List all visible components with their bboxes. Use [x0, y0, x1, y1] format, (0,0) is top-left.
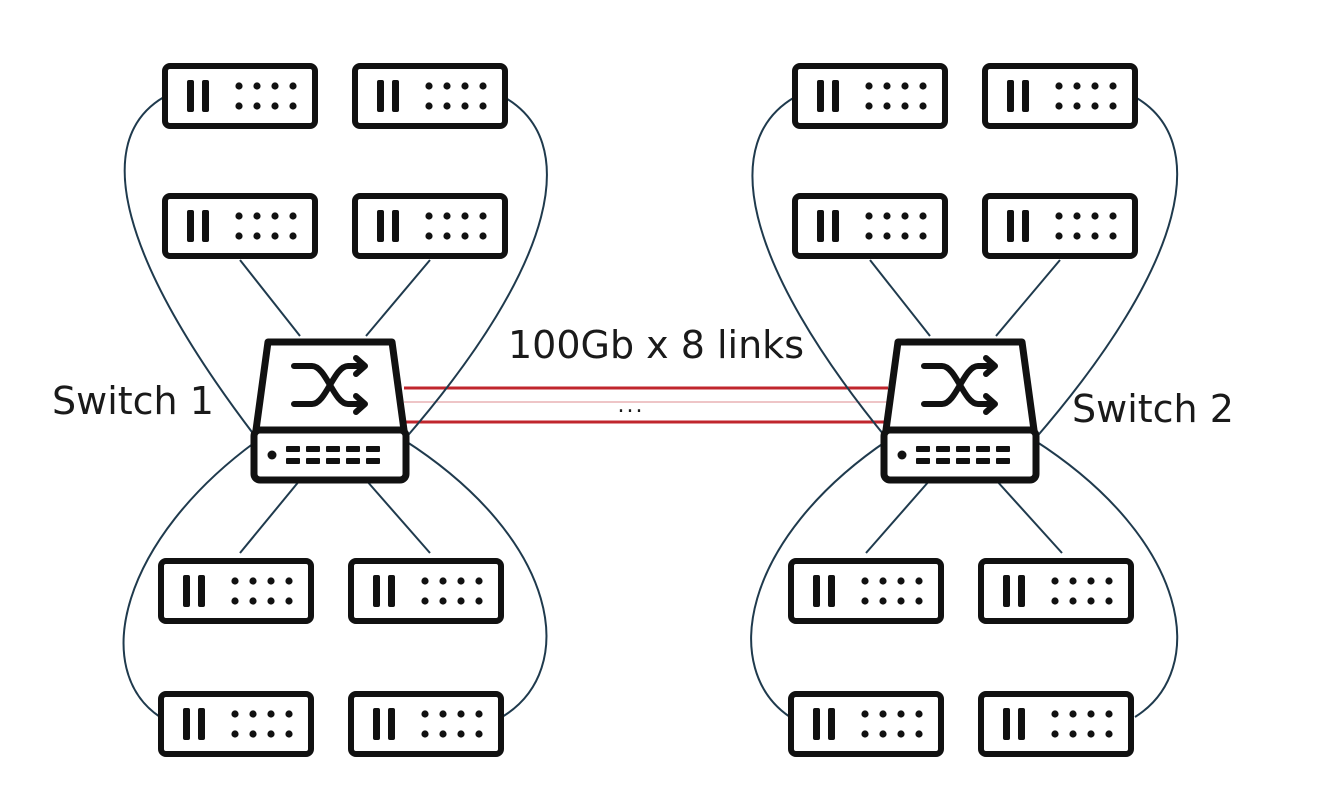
- cluster-2-cables: [750, 96, 1179, 718]
- server-rack-icon: [161, 694, 311, 754]
- server-rack-icon: [351, 694, 501, 754]
- interconnect-label: 100Gb x 8 links: [508, 323, 804, 367]
- network-switch-icon: [254, 342, 406, 480]
- server-rack-icon: [161, 561, 311, 621]
- server-rack-icon: [795, 196, 945, 256]
- server-rack-icon: [165, 66, 315, 126]
- links-ellipsis: ...: [618, 393, 645, 418]
- server-rack-icon: [791, 694, 941, 754]
- server-rack-icon: [355, 66, 505, 126]
- switch-2-label: Switch 2: [1072, 387, 1234, 431]
- interconnect-links: ...: [404, 386, 888, 424]
- switch-1-label: Switch 1: [52, 379, 214, 423]
- server-rack-icon: [981, 694, 1131, 754]
- server-rack-icon: [981, 561, 1131, 621]
- server-rack-icon: [355, 196, 505, 256]
- server-rack-icon: [351, 561, 501, 621]
- server-rack-icon: [791, 561, 941, 621]
- server-rack-icon: [795, 66, 945, 126]
- server-rack-icon: [165, 196, 315, 256]
- server-rack-icon: [985, 196, 1135, 256]
- network-switch-icon: [884, 342, 1036, 480]
- cluster-1-cables: [122, 96, 548, 718]
- server-rack-icon: [985, 66, 1135, 126]
